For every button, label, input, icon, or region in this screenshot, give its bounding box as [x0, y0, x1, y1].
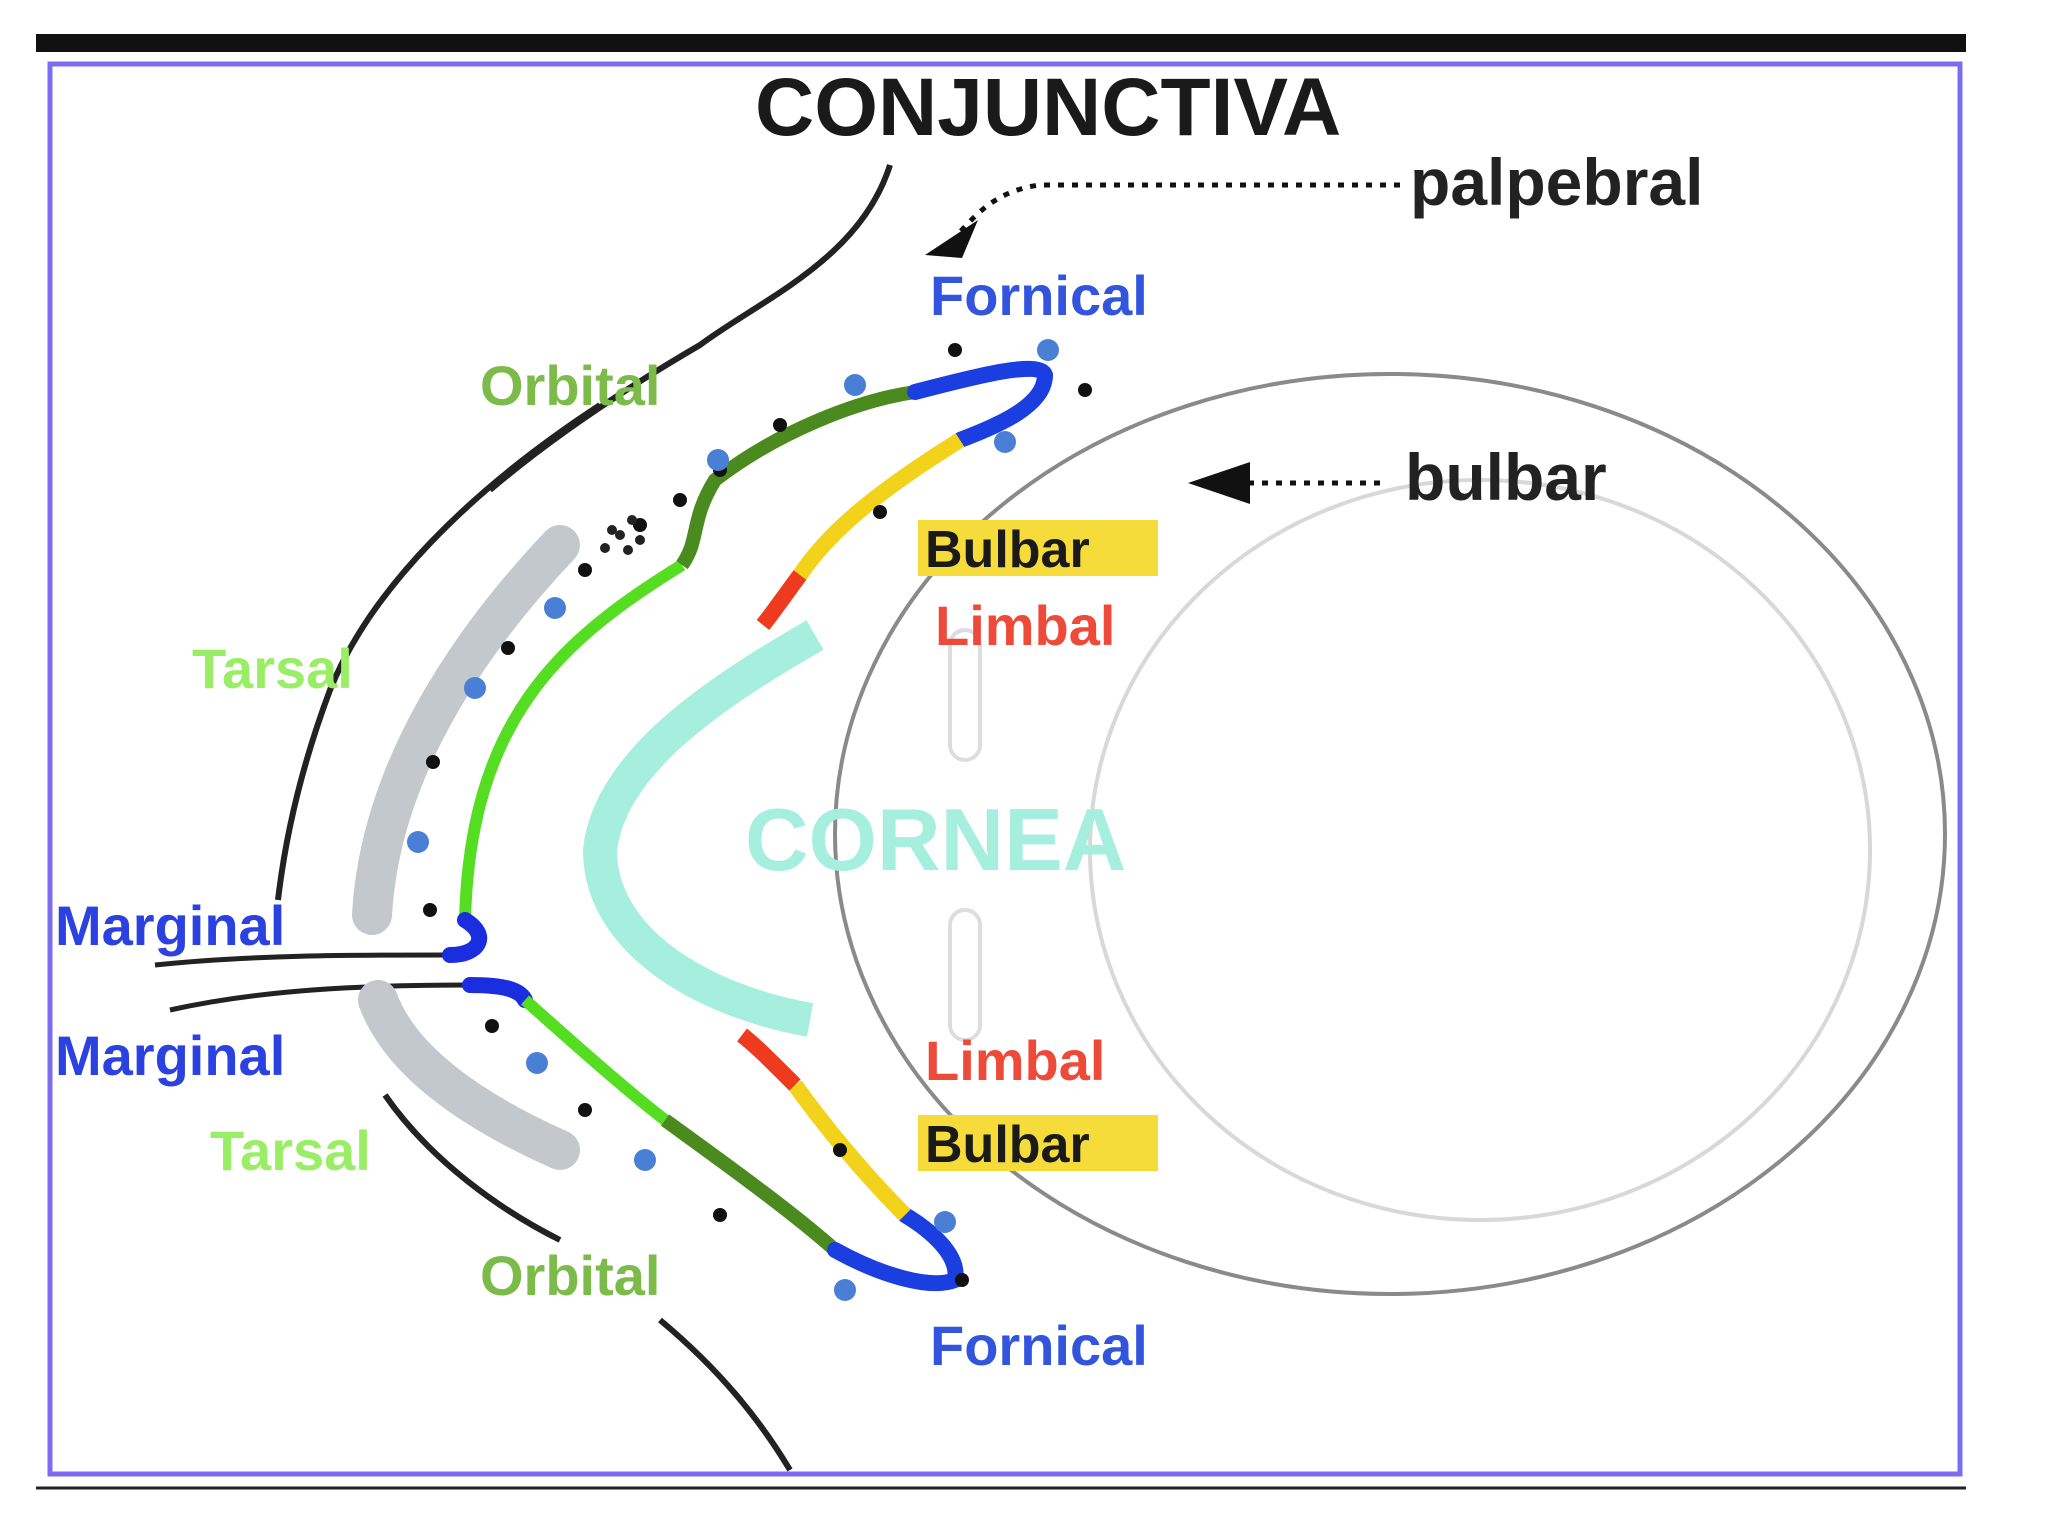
lower-tarsal-plate [358, 980, 580, 1170]
tarsal-lower-segment [521, 995, 669, 1125]
palpebral-arrowhead [925, 220, 978, 258]
marginal-bottom-label: Marginal [55, 1024, 285, 1087]
limbal-upper-segment [756, 570, 807, 630]
top-bar [36, 34, 1966, 52]
eyeball-outline [833, 372, 1947, 1296]
tarsal-top-label: Tarsal [192, 637, 353, 700]
bulbar-top-label: Bulbar [925, 521, 1090, 579]
palpebral-arrow-line [958, 182, 1400, 234]
bulbar-bottom-label: Bulbar [925, 1116, 1090, 1174]
diagram-title: CONJUNCTIVA [755, 62, 1341, 153]
palpebral-label: palpebral [1410, 145, 1703, 219]
orbital-top-label: Orbital [480, 354, 660, 417]
fornical-top-label: Fornical [930, 264, 1148, 327]
eyeball-inner-outline [1088, 478, 1872, 1222]
cornea-label: CORNEA [745, 790, 1126, 889]
orbital-upper-segment [676, 385, 917, 570]
fornical-bottom-label: Fornical [930, 1314, 1148, 1377]
iris-slot-bottom [948, 908, 982, 1042]
marginal-top-label: Marginal [55, 894, 285, 957]
limbal-lower-segment [737, 1028, 801, 1091]
orbital-lower-segment [660, 1114, 840, 1256]
tarsal-upper-segment [459, 559, 686, 921]
cornea-shape [582, 620, 824, 1037]
bulbar-arrowhead [1188, 462, 1250, 504]
tarsal-bottom-label: Tarsal [210, 1119, 371, 1182]
limbal-bottom-label: Limbal [925, 1029, 1105, 1092]
bulbar-pointer-label: bulbar [1405, 440, 1607, 514]
lower-lid-inner [382, 1093, 562, 1243]
fornical-upper-segment [907, 360, 1054, 448]
upper-lid-inner [275, 402, 602, 901]
lid-margin-upper [154, 952, 451, 968]
diagram-frame [47, 61, 1963, 1477]
accessory-gland-dots [407, 339, 1059, 1301]
bulbar-upper-segment [793, 433, 965, 580]
lid-margin-lower [169, 982, 471, 1013]
orbital-bottom-label: Orbital [480, 1244, 660, 1307]
lower-lid-outer [658, 1317, 793, 1472]
bulbar-bottom-highlight [918, 1115, 1158, 1171]
marginal-upper-segment [442, 912, 488, 963]
limbal-top-label: Limbal [935, 594, 1115, 657]
bulbar-top-highlight [918, 520, 1158, 576]
marginal-lower-segment [462, 977, 533, 1008]
upper-tarsal-plate [352, 525, 580, 935]
iris-slot-top [948, 628, 982, 762]
fornical-lower-segment [827, 1207, 964, 1292]
